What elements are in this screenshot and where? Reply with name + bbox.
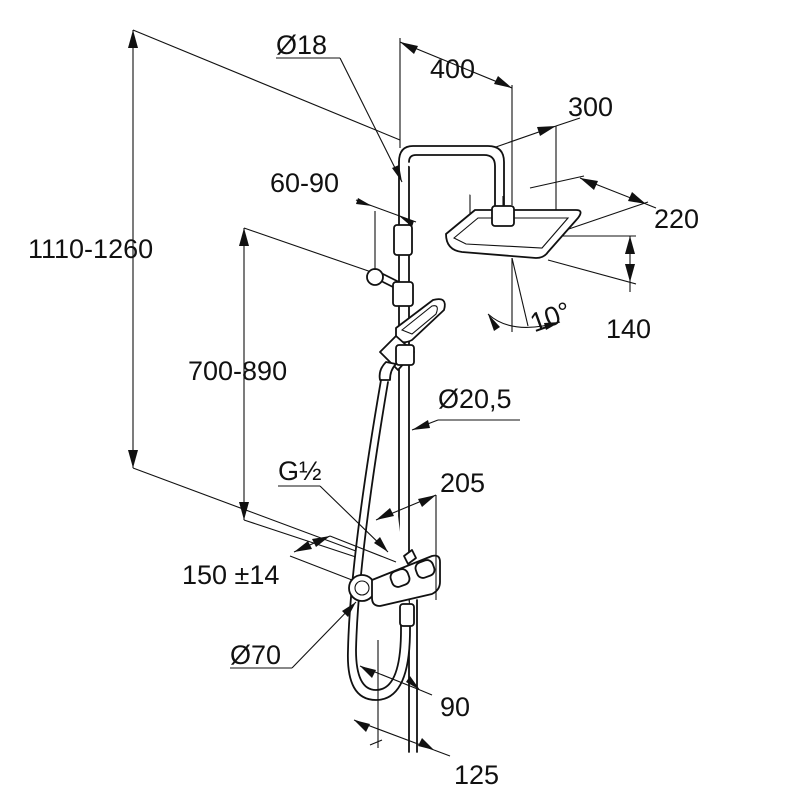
label-overhead-width: 400 <box>430 54 475 84</box>
dim-overhead-width <box>399 38 513 205</box>
label-escutcheon-diameter: Ø70 <box>230 640 281 670</box>
dim-head-width <box>529 175 657 233</box>
label-rod-diameter: Ø20,5 <box>438 384 512 414</box>
dim-tilt-angle <box>487 313 561 331</box>
label-thread: G½ <box>278 456 322 486</box>
label-head-depth: 300 <box>568 92 613 122</box>
label-bracket-adjust: 60-90 <box>270 168 339 198</box>
label-tilt-angle: 10° <box>526 296 575 338</box>
dim-mixer-width <box>375 494 437 600</box>
dim-mixer-height <box>239 227 381 566</box>
label-mixer-height: 700-890 <box>188 356 287 386</box>
label-total-height: 1110-1260 <box>28 234 153 264</box>
hand-shower <box>378 281 446 381</box>
label-inlet-spacing: 150 ±14 <box>182 560 279 590</box>
label-wall-offset-rod: 125 <box>454 760 499 790</box>
label-pipe-diameter-top: Ø18 <box>276 30 327 60</box>
leader-lines <box>230 57 520 669</box>
label-wall-offset-mixer: 90 <box>440 692 470 722</box>
wall-bracket <box>355 198 417 291</box>
dim-total-height <box>128 29 401 561</box>
label-head-width: 220 <box>654 204 699 234</box>
overhead-shower-head <box>445 196 582 332</box>
dim-inlet-spacing <box>289 535 397 581</box>
label-head-height: 140 <box>606 314 651 344</box>
dim-head-height <box>547 235 637 292</box>
dim-wall-offsets <box>353 640 451 757</box>
label-mixer-width: 205 <box>440 468 485 498</box>
thermostat-mixer <box>348 549 441 627</box>
